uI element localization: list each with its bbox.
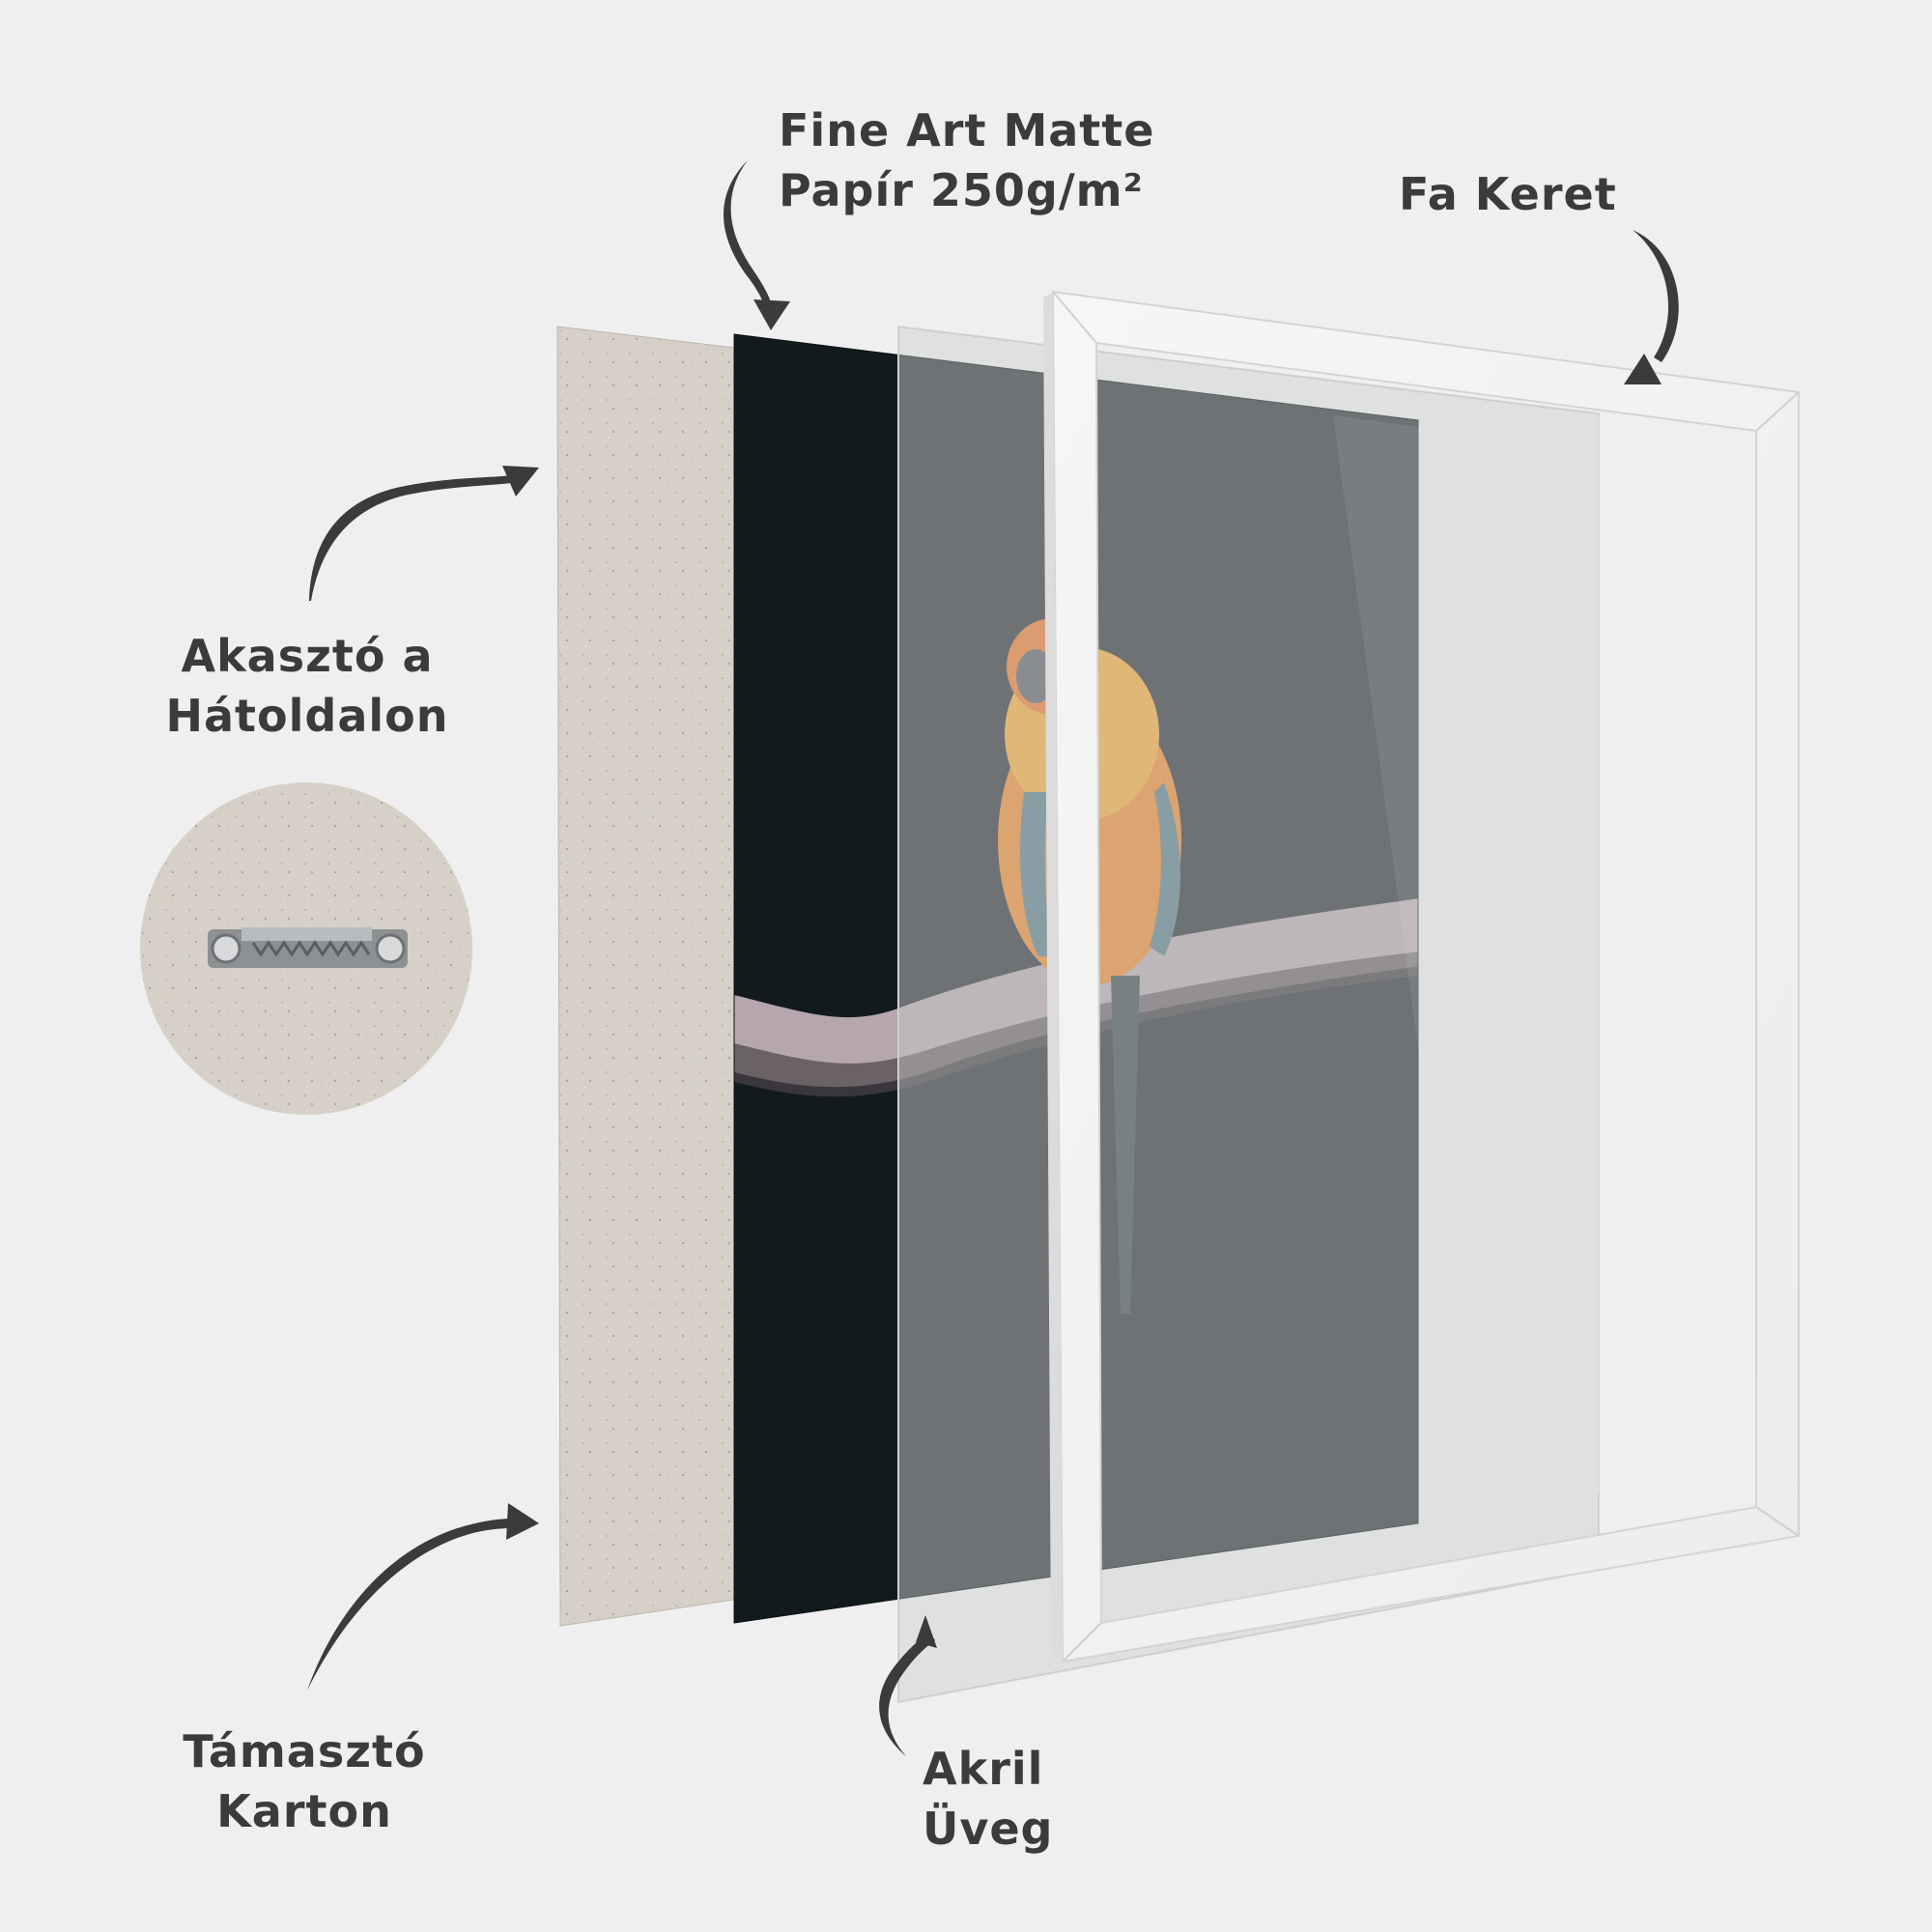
- arrow-frame-icon: [1624, 230, 1679, 384]
- label-acrylic: Akril Üveg: [923, 1739, 1053, 1859]
- label-hanger: Akasztó a Hátoldalon: [143, 626, 471, 746]
- label-backing-line1: Támasztó: [183, 1725, 426, 1777]
- label-acrylic-line2: Üveg: [923, 1803, 1054, 1855]
- label-backing: Támasztó Karton: [155, 1721, 454, 1841]
- label-paper-line1: Fine Art Matte: [779, 104, 1155, 156]
- print-paper-layer: [733, 333, 1419, 1624]
- wooden-frame-layer: [1043, 290, 1800, 1663]
- label-frame: Fa Keret: [1399, 164, 1617, 224]
- label-paper: Fine Art Matte Papír 250g/m²: [779, 100, 1154, 220]
- label-paper-line2: Papír 250g/m²: [779, 164, 1144, 216]
- arrows: [307, 160, 1679, 1756]
- label-hanger-line1: Akasztó a: [181, 630, 434, 682]
- backing-board-layer: [556, 326, 735, 1627]
- arrow-hanger-icon: [309, 466, 539, 601]
- label-backing-line2: Karton: [216, 1785, 392, 1837]
- acrylic-glass-layer: [897, 325, 1600, 1704]
- label-frame-line1: Fa Keret: [1399, 168, 1617, 220]
- arrow-backing-icon: [307, 1503, 539, 1690]
- arrow-paper-icon: [724, 160, 790, 330]
- label-hanger-line2: Hátoldalon: [165, 690, 449, 742]
- label-acrylic-line1: Akril: [923, 1743, 1044, 1795]
- arrow-acrylic-icon: [879, 1615, 937, 1756]
- hanger-detail-inset: [140, 782, 472, 1115]
